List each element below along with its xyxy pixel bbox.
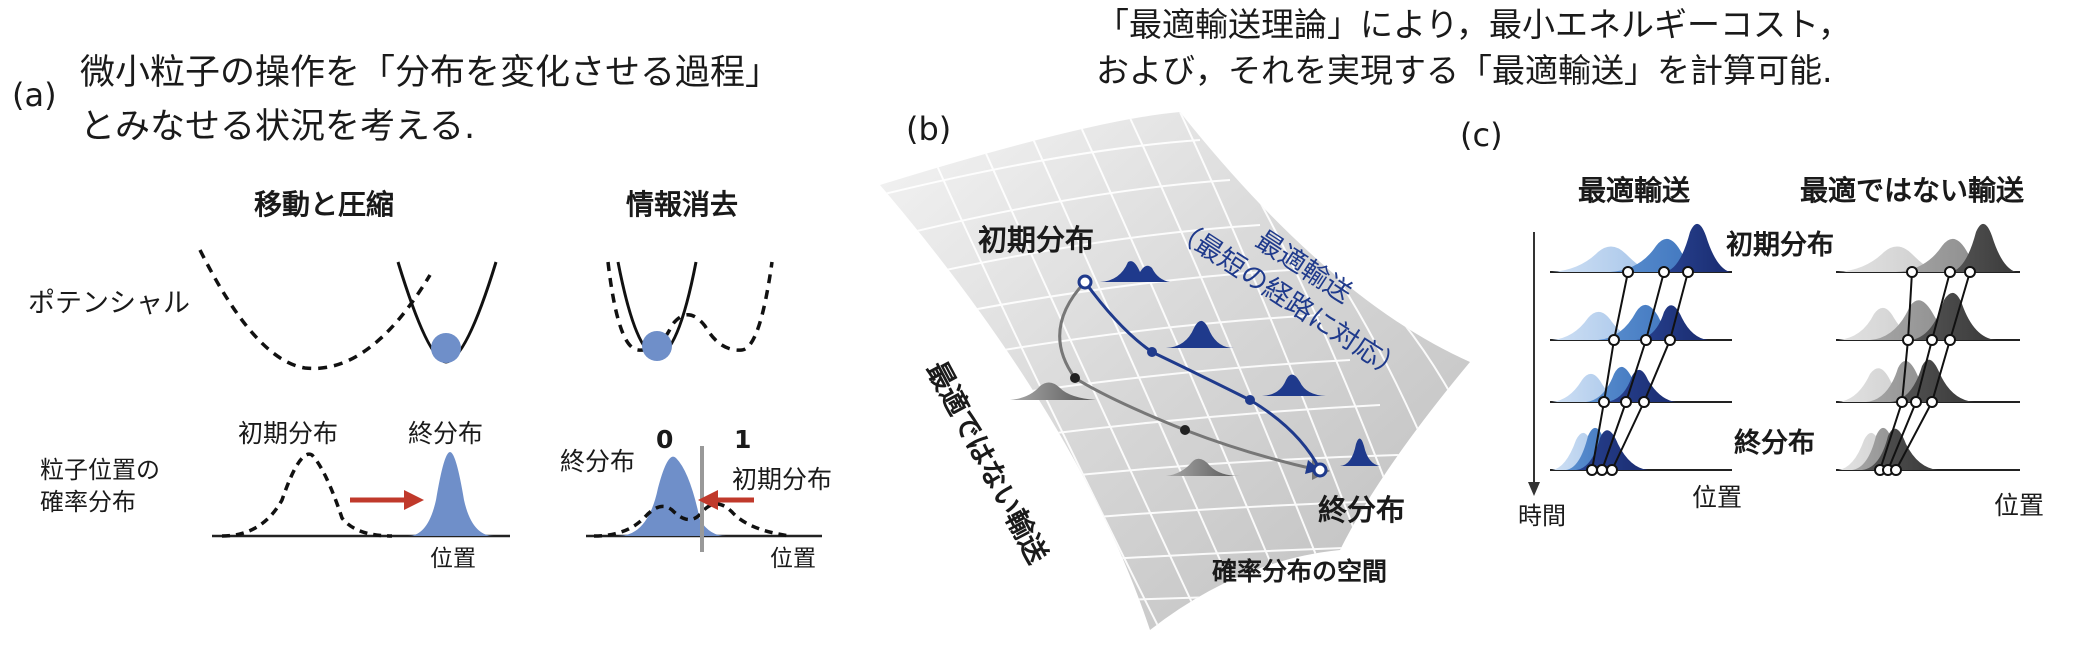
particle — [431, 333, 461, 363]
time-row — [1550, 223, 1732, 273]
path-point — [1180, 425, 1190, 435]
a-position-label: 位置 — [430, 546, 476, 572]
final-point — [1312, 462, 1328, 478]
col-title-move-compress: 移動と圧縮 — [254, 188, 394, 221]
a-final-label: 終分布 — [408, 419, 483, 448]
time-row — [1836, 223, 2020, 273]
row-label-prob-line2: 確率分布 — [40, 488, 136, 516]
a2-final-label: 終分布 — [560, 447, 635, 476]
panel-c: (c) 最適輸送 最適ではない輸送 時間 — [1460, 116, 2044, 530]
shift-arrow-head — [404, 490, 424, 510]
final-distribution-mini — [1340, 438, 1380, 466]
c-final-label: 終分布 — [1734, 427, 1815, 459]
panel-a-letter: (a) — [12, 76, 57, 114]
panel-a-intro-line1: 微小粒子の操作を「分布を変化させる過程」 — [80, 53, 780, 93]
double-well-potential-curve — [606, 261, 774, 352]
time-row — [1836, 427, 2020, 471]
c-position-label-nonoptimal: 位置 — [1994, 491, 2044, 520]
non-optimal-path — [1058, 280, 1319, 472]
particle — [642, 331, 672, 361]
c-optimal-title: 最適輸送 — [1578, 174, 1690, 207]
time-row — [1836, 292, 2020, 341]
b-initial-label: 初期分布 — [978, 223, 1094, 257]
panel-b-header-line1: 「最適輸送理論」により，最小エネルギーコスト， — [1096, 5, 1851, 44]
col-title-info-erasure: 情報消去 — [626, 188, 738, 221]
panel-b-header-line2: および，それを実現する「最適輸送」を計算可能. — [1096, 51, 1833, 90]
non-optimal-distribution-mini — [1166, 458, 1240, 476]
optimal-transport-stack — [1550, 223, 1732, 476]
intermediate-distribution-mini — [1262, 374, 1326, 396]
a2-initial-label: 初期分布 — [732, 465, 832, 494]
time-row — [1836, 359, 2020, 403]
path-point — [1245, 395, 1255, 405]
erase-arrow-head — [698, 490, 718, 510]
time-row — [1550, 427, 1732, 471]
row-label-prob-line1: 粒子位置の — [40, 456, 160, 484]
optimal-path — [1083, 281, 1322, 471]
bit-1-label: 1 — [734, 425, 751, 454]
panel-b: 「最適輸送理論」により，最小エネルギーコスト， および，それを実現する「最適輸送… — [880, 5, 1851, 630]
time-axis-arrowhead — [1528, 482, 1540, 496]
panel-a-intro-line2: とみなせる状況を考える. — [80, 107, 475, 147]
panel-b-letter: (b) — [906, 110, 951, 148]
path-point — [1070, 373, 1080, 383]
c-time-label: 時間 — [1518, 502, 1566, 530]
panel-c-letter: (c) — [1460, 116, 1503, 154]
c-position-label-optimal: 位置 — [1692, 483, 1742, 512]
final-distribution-fill — [408, 452, 494, 536]
a-initial-label: 初期分布 — [238, 419, 338, 448]
row-label-potential: ポテンシャル — [28, 288, 190, 319]
initial-distribution-curve — [221, 452, 393, 538]
panel-a: (a) 微小粒子の操作を「分布を変化させる過程」 とみなせる状況を考える. 移動… — [12, 53, 832, 572]
space-label: 確率分布の空間 — [1212, 557, 1387, 586]
bit-0-label: 0 — [656, 425, 673, 454]
initial-distribution-mini — [1100, 261, 1170, 282]
non-optimal-distribution-mini — [1010, 382, 1096, 400]
path-point — [1147, 347, 1157, 357]
c-initial-label: 初期分布 — [1726, 230, 1834, 261]
initial-point — [1077, 274, 1093, 290]
a2-position-label: 位置 — [770, 546, 816, 572]
c-nonoptimal-title: 最適ではない輸送 — [1800, 174, 2024, 207]
distribution-space-surface — [880, 112, 1470, 630]
non-optimal-transport-stack — [1836, 223, 2020, 476]
time-row — [1550, 366, 1732, 403]
b-final-label: 終分布 — [1318, 493, 1405, 527]
intermediate-distribution-mini — [1166, 320, 1234, 348]
time-row — [1550, 304, 1732, 341]
initial-potential-curve — [198, 249, 432, 371]
